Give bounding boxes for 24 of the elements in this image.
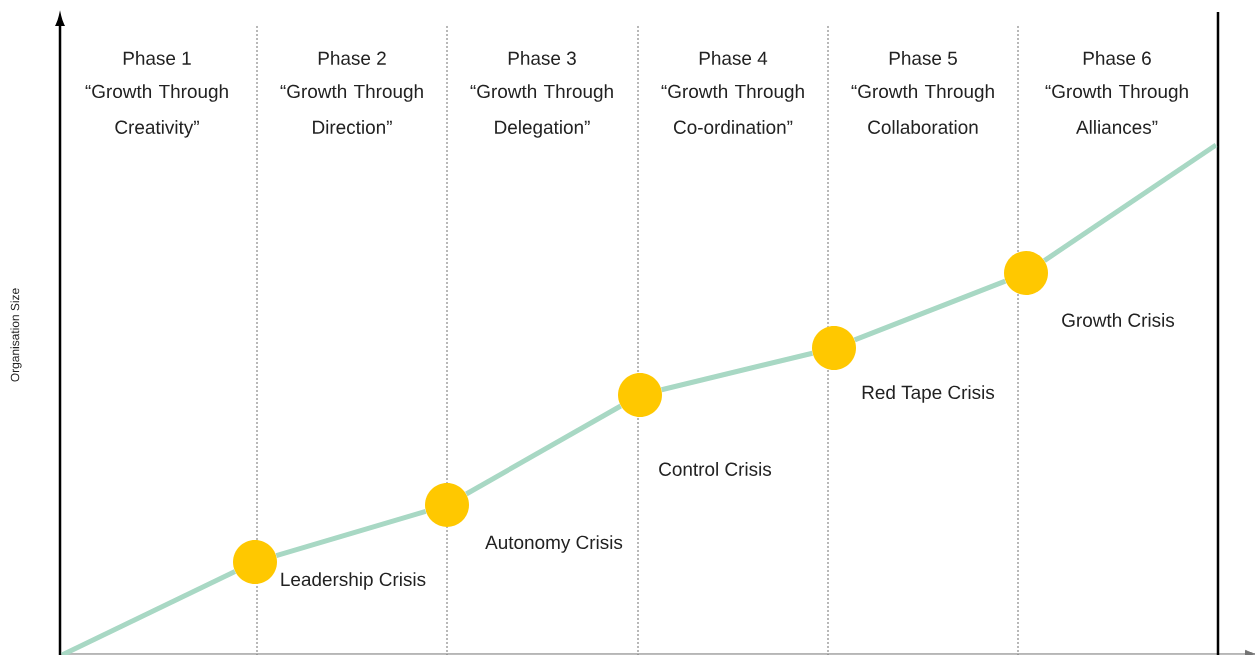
phase-title: “Growth Through Direction” bbox=[280, 84, 423, 134]
growth-line bbox=[661, 350, 813, 393]
growth-line bbox=[1043, 142, 1218, 263]
phase-heading: Phase 1 bbox=[123, 51, 191, 65]
phase-title: “Growth Through Delegation” bbox=[470, 84, 613, 138]
crisis-label: Leadership Crisis bbox=[281, 572, 426, 590]
growth-line bbox=[275, 508, 427, 559]
crisis-label: Growth Crisis bbox=[1062, 313, 1175, 327]
phase-heading: Phase 4 bbox=[699, 51, 768, 65]
phase-heading: Phase 6 bbox=[1083, 51, 1151, 65]
phase-title: “Growth Through Collaboration bbox=[851, 84, 994, 134]
axis-label: Organisation Size bbox=[10, 288, 22, 382]
phase-title: “Growth Through Alliances” bbox=[1045, 84, 1188, 134]
crisis-label: Red Tape Crisis bbox=[862, 385, 995, 403]
phase-title: “Growth Through Co-ordination” bbox=[661, 84, 804, 134]
crisis-label: Control Crisis bbox=[659, 462, 772, 476]
phase-heading: Phase 3 bbox=[508, 51, 576, 65]
phase-heading: Phase 2 bbox=[318, 51, 386, 65]
crisis-label: Autonomy Crisis bbox=[485, 535, 623, 553]
phase-title: “Growth Through Creativity” bbox=[85, 84, 228, 138]
phase-heading: Phase 5 bbox=[889, 51, 957, 65]
growth-line bbox=[853, 278, 1007, 343]
growth-line bbox=[60, 569, 237, 655]
growth-line bbox=[465, 403, 622, 497]
